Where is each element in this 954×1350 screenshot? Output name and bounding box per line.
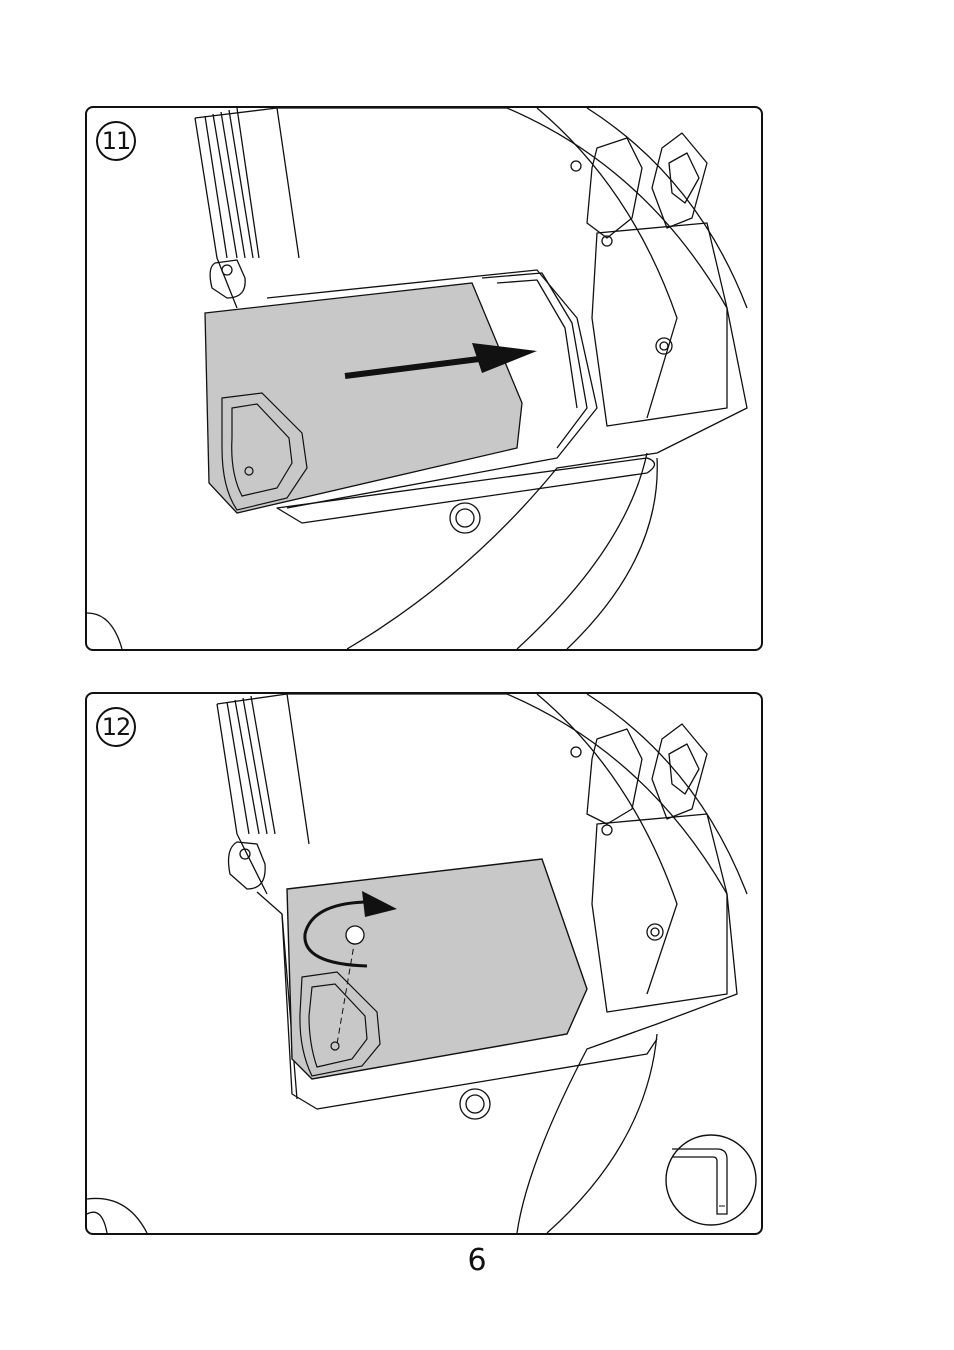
- cover-plate: [287, 859, 587, 1079]
- cover-plate: [205, 283, 522, 513]
- step-11-illustration: [87, 108, 761, 649]
- step-number-badge: 12: [96, 707, 136, 747]
- step-11-panel: 11: [85, 106, 763, 651]
- step-12-illustration: [87, 694, 761, 1233]
- step-number-badge: 11: [96, 121, 136, 161]
- step-12-panel: 12: [85, 692, 763, 1235]
- hex-key-icon: [666, 1135, 756, 1225]
- page-number: 6: [0, 1243, 954, 1278]
